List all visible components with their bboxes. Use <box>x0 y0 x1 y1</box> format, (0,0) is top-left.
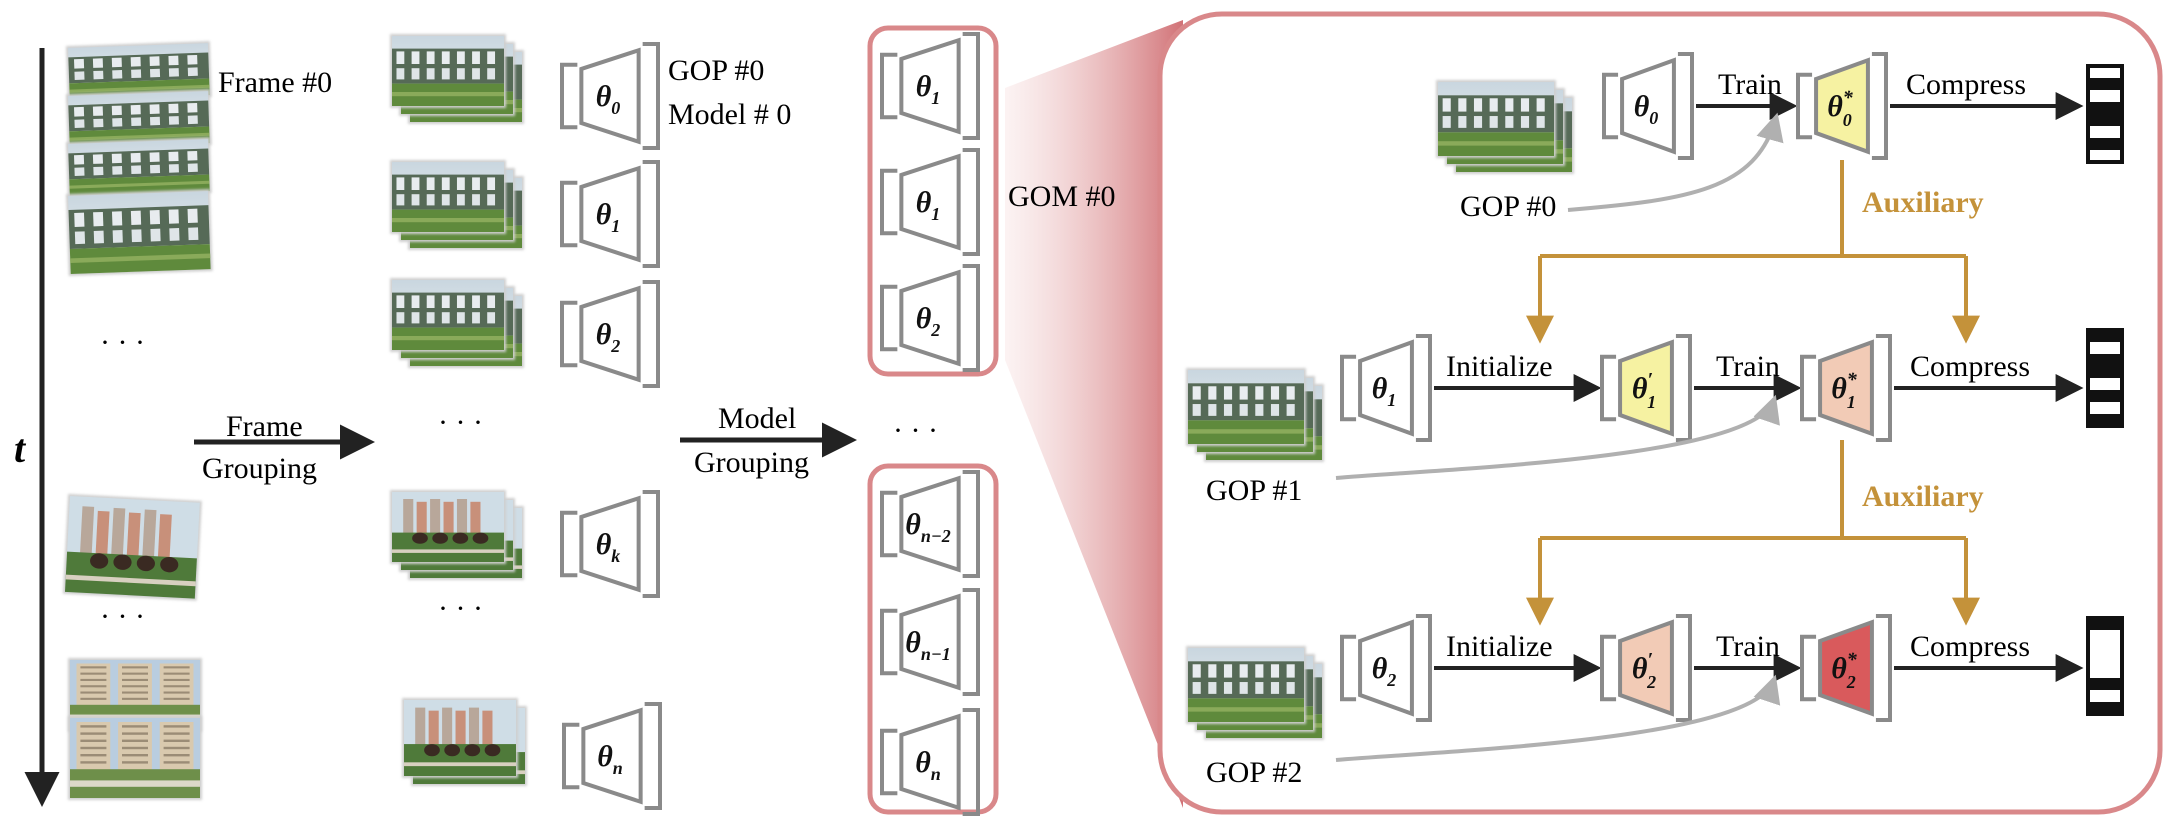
detail-gop0-stack <box>1436 80 1574 174</box>
ellipsis-frames-2: · · · <box>100 600 145 633</box>
detail-row1-input-model-icon: θ1 <box>1340 334 1432 442</box>
detail-gop1-label: GOP #1 <box>1206 474 1302 507</box>
detail-row2-input-model-icon: θ2 <box>1340 614 1432 722</box>
auxiliary-label-0: Auxiliary <box>1862 186 1984 219</box>
model-symbol: θ0 <box>1634 90 1659 128</box>
detail-row2-train-label: Train <box>1716 630 1780 663</box>
detail-row0-train-label: Train <box>1718 68 1782 101</box>
gop0-label: GOP #0 <box>668 54 764 87</box>
model-symbol: θ2 <box>596 318 621 356</box>
model-symbol: θn−1 <box>905 626 951 664</box>
gom-model-n2-icon: θn−2 <box>880 470 980 578</box>
model-symbol: θ*1 <box>1831 369 1858 412</box>
detail-row1-trained-model-icon: θ*1 <box>1800 334 1892 442</box>
model-symbol: θ1 <box>916 70 941 108</box>
detail-row0-data-arrow <box>1567 112 1784 212</box>
detail-row2-compress-label: Compress <box>1910 630 2030 663</box>
frame-thumb-1 <box>65 89 212 151</box>
auxiliary-connector-1 <box>1526 440 1980 626</box>
model-symbol: θ2 <box>1372 652 1397 690</box>
model-symbol: θ2 <box>916 302 941 340</box>
detail-row2-bitstream-icon <box>2086 616 2124 716</box>
model-symbol: θ′1 <box>1632 369 1656 412</box>
model-grouping-label-1: Model <box>718 402 796 435</box>
detail-row0-compress-label: Compress <box>1906 68 2026 101</box>
detail-gop2-stack <box>1186 646 1324 740</box>
detail-row0-input-model-icon: θ0 <box>1602 52 1694 160</box>
detail-row2-data-arrow <box>1335 674 1781 762</box>
gom-last-box <box>867 463 999 815</box>
gom0-box <box>867 25 999 377</box>
detail-row2-init-model-icon: θ′2 <box>1600 614 1692 722</box>
ellipsis-gops-2: · · · <box>438 592 483 625</box>
gom-model-n-icon: θn <box>880 708 980 816</box>
gop-stack-n <box>402 698 527 786</box>
model-symbol: θ0 <box>596 80 621 118</box>
zoom-fan <box>1005 20 1183 808</box>
model-symbol: θn−2 <box>905 508 951 546</box>
model-symbol: θ1 <box>1372 372 1397 410</box>
model-symbol: θ′2 <box>1632 649 1656 692</box>
model-symbol: θ1 <box>596 198 621 236</box>
gop2-model-icon: θ2 <box>560 280 660 388</box>
detail-row1-train-label: Train <box>1716 350 1780 383</box>
ellipsis-frames-1: · · · <box>100 326 145 359</box>
auxiliary-label-1: Auxiliary <box>1862 480 1984 513</box>
gop-stack-0 <box>390 34 524 124</box>
detail-row0-trained-model-icon: θ*0 <box>1796 52 1888 160</box>
frame-thumb-0 <box>65 41 212 103</box>
gom0-model-2-icon: θ1 <box>880 148 980 256</box>
detail-gop2-label: GOP #2 <box>1206 756 1302 789</box>
gom0-label: GOM #0 <box>1008 180 1116 213</box>
frame-thumb-3 <box>65 189 213 277</box>
gop1-model-icon: θ1 <box>560 160 660 268</box>
detail-row1-compress-label: Compress <box>1910 350 2030 383</box>
frame-thumb-2 <box>65 137 212 199</box>
frame-thumb-k <box>62 493 202 601</box>
ellipsis-gops-1: · · · <box>438 406 483 439</box>
model-symbol: θn <box>597 740 623 778</box>
detail-row2-trained-model-icon: θ*2 <box>1800 614 1892 722</box>
detail-row1-data-arrow <box>1335 394 1780 480</box>
detail-row1-initialize-label: Initialize <box>1446 350 1553 383</box>
frame-grouping-label-2: Grouping <box>202 452 317 485</box>
gom-model-n1-icon: θn−1 <box>880 588 980 696</box>
gopk-model-icon: θk <box>560 490 660 598</box>
detail-row0-bitstream-icon <box>2086 64 2124 164</box>
frame-grouping-label-1: Frame <box>226 410 303 443</box>
detail-gop1-stack <box>1186 368 1324 462</box>
frame-thumb-n2 <box>68 716 202 800</box>
detail-row1-bitstream-icon <box>2086 328 2124 428</box>
model0-label: Model # 0 <box>668 98 791 131</box>
model-symbol: θ*2 <box>1831 649 1858 692</box>
time-axis-label: t <box>14 426 27 471</box>
auxiliary-connector-0 <box>1526 160 1980 344</box>
gop-stack-k <box>390 490 524 580</box>
gop0-model-icon: θ0 <box>560 42 660 150</box>
model-symbol: θ1 <box>916 186 941 224</box>
gop-stack-2 <box>390 278 524 368</box>
gom0-model-3-icon: θ2 <box>880 264 980 372</box>
frame0-label: Frame #0 <box>218 66 332 99</box>
detail-row2-initialize-label: Initialize <box>1446 630 1553 663</box>
gom0-model-1-icon: θ1 <box>880 32 980 140</box>
gop-stack-1 <box>390 160 524 250</box>
ellipsis-models: · · · <box>893 414 938 447</box>
model-symbol: θn <box>915 746 941 784</box>
detail-row1-init-model-icon: θ′1 <box>1600 334 1692 442</box>
model-grouping-label-2: Grouping <box>694 446 809 479</box>
gopn-model-icon: θn <box>562 702 662 810</box>
model-symbol: θ*0 <box>1827 87 1854 130</box>
detail-gop0-label: GOP #0 <box>1460 190 1556 223</box>
model-symbol: θk <box>596 528 621 566</box>
